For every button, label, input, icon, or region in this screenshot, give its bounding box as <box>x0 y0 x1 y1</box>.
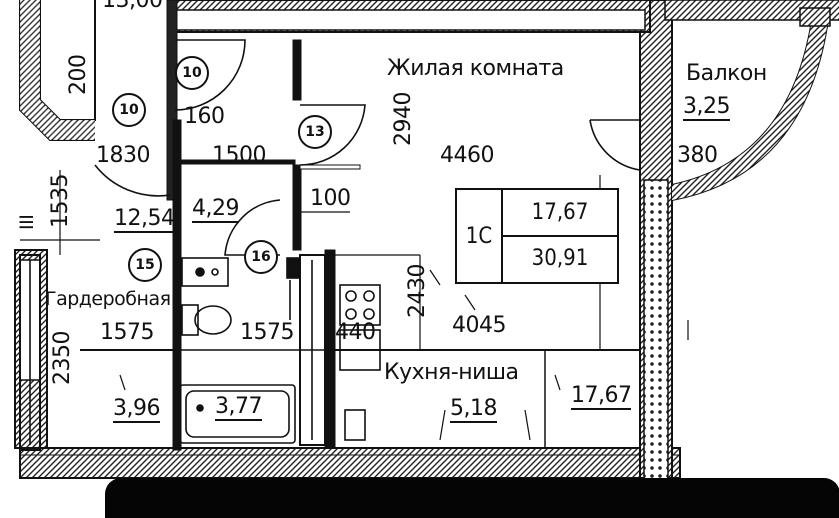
balcony-area: 3,25 <box>683 94 730 121</box>
living-room-name: Жилая комната <box>387 56 564 81</box>
dim-2430: 2430 <box>405 264 430 318</box>
door-mark-16: 16 <box>244 240 278 274</box>
hall-area: 12,54 <box>114 206 175 233</box>
dim-380: 380 <box>677 143 718 168</box>
balcony-outline <box>671 7 831 201</box>
fixtures <box>19 254 381 451</box>
dim-1575-mid: 1575 <box>240 320 295 345</box>
bottom-bar <box>105 478 839 518</box>
dim-4460: 4460 <box>440 143 495 168</box>
dim-1535: 1535 <box>48 174 73 228</box>
door-mark-13: 13 <box>298 115 332 149</box>
kitchen-name: Кухня-ниша <box>384 360 519 385</box>
apartment-total-area: 30,91 <box>531 246 589 271</box>
door-swings <box>94 39 641 256</box>
dim-100: 100 <box>310 186 351 211</box>
dim-160: 160 <box>184 104 225 129</box>
apartment-type-code: 1С <box>457 190 503 282</box>
door-mark-15: 15 <box>128 248 162 282</box>
dim-2940: 2940 <box>391 92 416 146</box>
door-mark-10-left: 10 <box>112 93 146 127</box>
dim-4045: 4045 <box>452 313 507 338</box>
apartment-type-box: 1С 17,67 30,91 <box>455 188 619 284</box>
wardrobe-area: 3,96 <box>113 396 160 423</box>
wardrobe-name: Гардеробная <box>45 288 171 310</box>
bath-area: 3,77 <box>215 394 262 421</box>
apartment-living-area: 17,67 <box>503 190 617 237</box>
dim-1500: 1500 <box>212 143 267 168</box>
dim-1575-left: 1575 <box>100 320 155 345</box>
bathroom-area: 4,29 <box>192 196 239 223</box>
dim-1830: 1830 <box>96 143 151 168</box>
kitchen-area: 5,18 <box>450 396 497 423</box>
dim-2350: 2350 <box>50 331 75 385</box>
outer-walls <box>14 0 839 481</box>
balcony-name: Балкон <box>686 61 767 86</box>
dim-440: 440 <box>335 320 376 345</box>
dim-top-cut: 13,00 <box>102 0 163 13</box>
interior-walls <box>80 0 640 451</box>
dim-200: 200 <box>66 54 91 96</box>
dim-side: III <box>16 214 38 230</box>
living-lower-area: 17,67 <box>571 383 632 410</box>
door-mark-10-top: 10 <box>175 56 209 90</box>
